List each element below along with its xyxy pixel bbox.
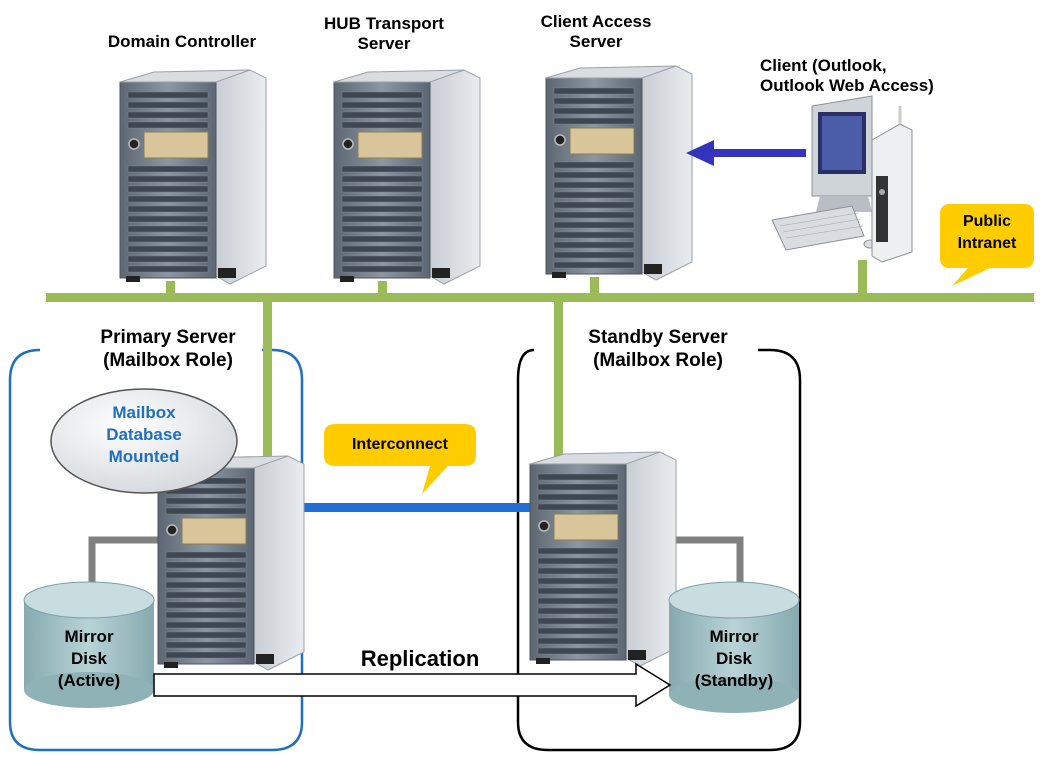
standby-mailbox-server	[529, 451, 677, 667]
standby-disk-cable	[660, 536, 744, 600]
public-intranet-callout	[940, 204, 1034, 286]
primary-server-label: Primary Server (Mailbox Role)	[100, 327, 236, 371]
client-computer-icon	[771, 95, 913, 263]
mirror-disk-active	[23, 581, 155, 708]
domain-controller-server	[119, 69, 267, 285]
interconnect-callout	[324, 424, 476, 494]
public-intranet-label: Public Intranet	[957, 213, 1017, 252]
network-drop-hub	[378, 281, 387, 295]
client-label: Client (Outlook, Outlook Web Access)	[760, 56, 934, 96]
domain-controller-label: Domain Controller	[107, 32, 257, 51]
mailbox-database-label: Mailbox Database Mounted	[106, 403, 182, 467]
network-drop-primary	[263, 300, 272, 460]
hub-transport-label: HUB Transport Server	[324, 14, 444, 54]
interconnect-label: Interconnect	[351, 436, 448, 453]
standby-group-border	[516, 348, 802, 752]
client-request-arrow	[686, 140, 806, 166]
replication-label: Replication	[360, 646, 480, 671]
mirror-disk-active-label: Mirror Disk (Active)	[57, 627, 121, 691]
primary-group-border	[8, 348, 304, 752]
hub-transport-server	[333, 69, 481, 285]
network-drop-cas	[590, 277, 599, 295]
interconnect-line	[285, 503, 535, 512]
mailbox-database-ellipse	[50, 388, 238, 494]
network-drop-standby	[554, 300, 563, 470]
network-drop-dc	[166, 281, 175, 295]
primary-disk-cable	[88, 536, 158, 600]
client-access-server	[545, 65, 693, 281]
client-access-label: Client Access Server	[540, 12, 652, 52]
network-drop-client	[858, 260, 867, 295]
mirror-disk-standby-label: Mirror Disk (Standby)	[694, 627, 774, 691]
replication-arrow	[153, 662, 672, 708]
public-network-line	[46, 293, 1034, 302]
standby-server-label: Standby Server (Mailbox Role)	[588, 327, 728, 371]
mirror-disk-standby	[668, 581, 800, 713]
